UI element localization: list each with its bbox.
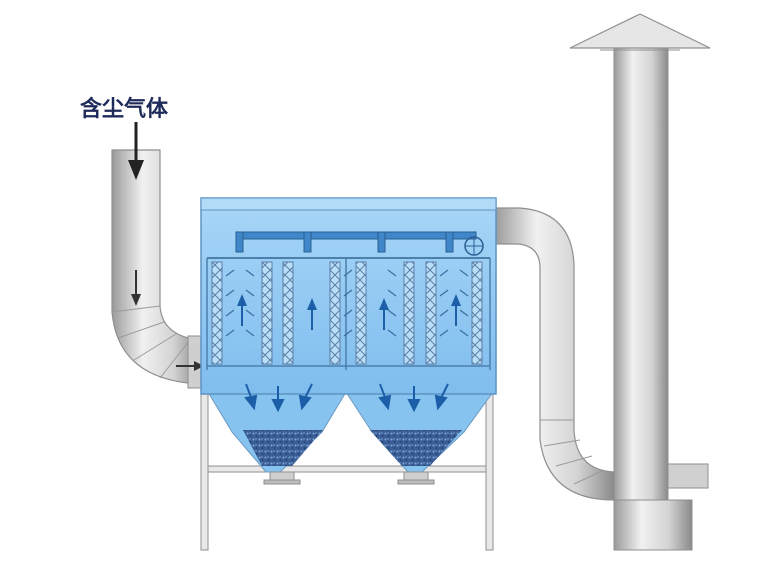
arrow-up-icon (237, 294, 247, 326)
arrow-down-icon (378, 383, 392, 411)
arrow-down-icon (128, 122, 144, 180)
filter-bag (471, 261, 483, 365)
support-frame (200, 391, 494, 551)
stack-cap (569, 13, 711, 49)
arrow-down-icon (131, 270, 141, 306)
filter-bag (403, 261, 415, 365)
arrow-up-icon (307, 298, 317, 330)
stack-flange (667, 463, 709, 489)
arrow-down-icon (407, 386, 421, 413)
filter-bag (425, 261, 437, 365)
filter-bag (211, 261, 223, 365)
arrow-down-icon (298, 383, 313, 411)
valve-icon (464, 236, 484, 256)
arrow-up-icon (379, 298, 389, 330)
outlet-duct (494, 207, 615, 501)
filter-housing (200, 197, 497, 395)
arrow-down-icon (244, 383, 258, 411)
arrow-right-icon (176, 361, 204, 371)
arrow-down-icon (271, 386, 285, 413)
bag-cage-marks (225, 269, 469, 337)
inlet-duct (111, 149, 205, 389)
arrow-up-icon (451, 294, 461, 326)
exhaust-stack (569, 13, 711, 551)
dust-flow-arrows (244, 383, 449, 413)
inlet-gas-label: 含尘气体 (80, 96, 169, 122)
filter-bags (211, 261, 483, 365)
filter-bag (282, 261, 294, 365)
arrow-down-icon (434, 383, 449, 411)
filter-bag (329, 261, 341, 365)
filter-bag (261, 261, 273, 365)
pulse-blow-pipe (235, 231, 477, 253)
filter-bag (355, 261, 367, 365)
